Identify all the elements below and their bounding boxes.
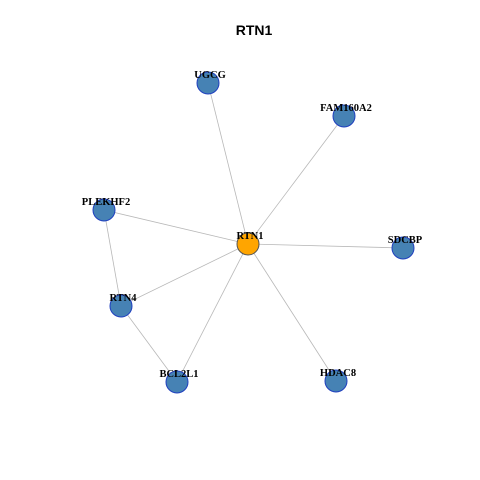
node-circle-rtn4 [109,294,133,318]
node-fam160a2: FAM160A2 [320,103,372,128]
node-label-hdac8: HDAC8 [320,368,356,379]
edge-rtn1-hdac8 [247,243,337,382]
node-circle-fam160a2 [332,104,356,128]
edge-rtn1-rtn4 [120,243,249,307]
node-circle-sdcbp [391,236,415,260]
edge-rtn4-bcl2l1 [120,305,178,383]
edge-rtn1-fam160a2 [247,115,345,245]
node-circle-hdac8 [324,369,348,393]
node-circle-plekhf2 [92,198,116,222]
edge-rtn1-sdcbp [247,243,404,249]
graph-title: RTN1 [236,22,273,38]
node-circle-rtn1 [236,232,260,256]
edge-rtn1-plekhf2 [103,209,249,245]
node-circle-bcl2l1 [165,370,189,394]
edge-plekhf2-rtn4 [103,209,122,307]
node-label-sdcbp: SDCBP [388,235,423,246]
node-rtn4: RTN4 [109,293,137,318]
node-hdac8: HDAC8 [320,368,356,393]
node-sdcbp: SDCBP [388,235,423,260]
node-rtn1: RTN1 [236,231,264,256]
edge-rtn1-bcl2l1 [176,243,249,383]
node-plekhf2: PLEKHF2 [82,197,130,222]
node-label-bcl2l1: BCL2L1 [159,369,198,380]
node-label-rtn4: RTN4 [109,293,137,304]
node-label-rtn1: RTN1 [236,231,263,242]
node-label-ugcg: UGCG [194,70,226,81]
node-label-fam160a2: FAM160A2 [320,103,372,114]
edges-layer [103,82,404,383]
node-bcl2l1: BCL2L1 [159,369,199,394]
node-circle-ugcg [196,71,220,95]
node-label-plekhf2: PLEKHF2 [82,197,130,208]
node-ugcg: UGCG [194,70,226,95]
edge-rtn1-ugcg [207,82,249,245]
